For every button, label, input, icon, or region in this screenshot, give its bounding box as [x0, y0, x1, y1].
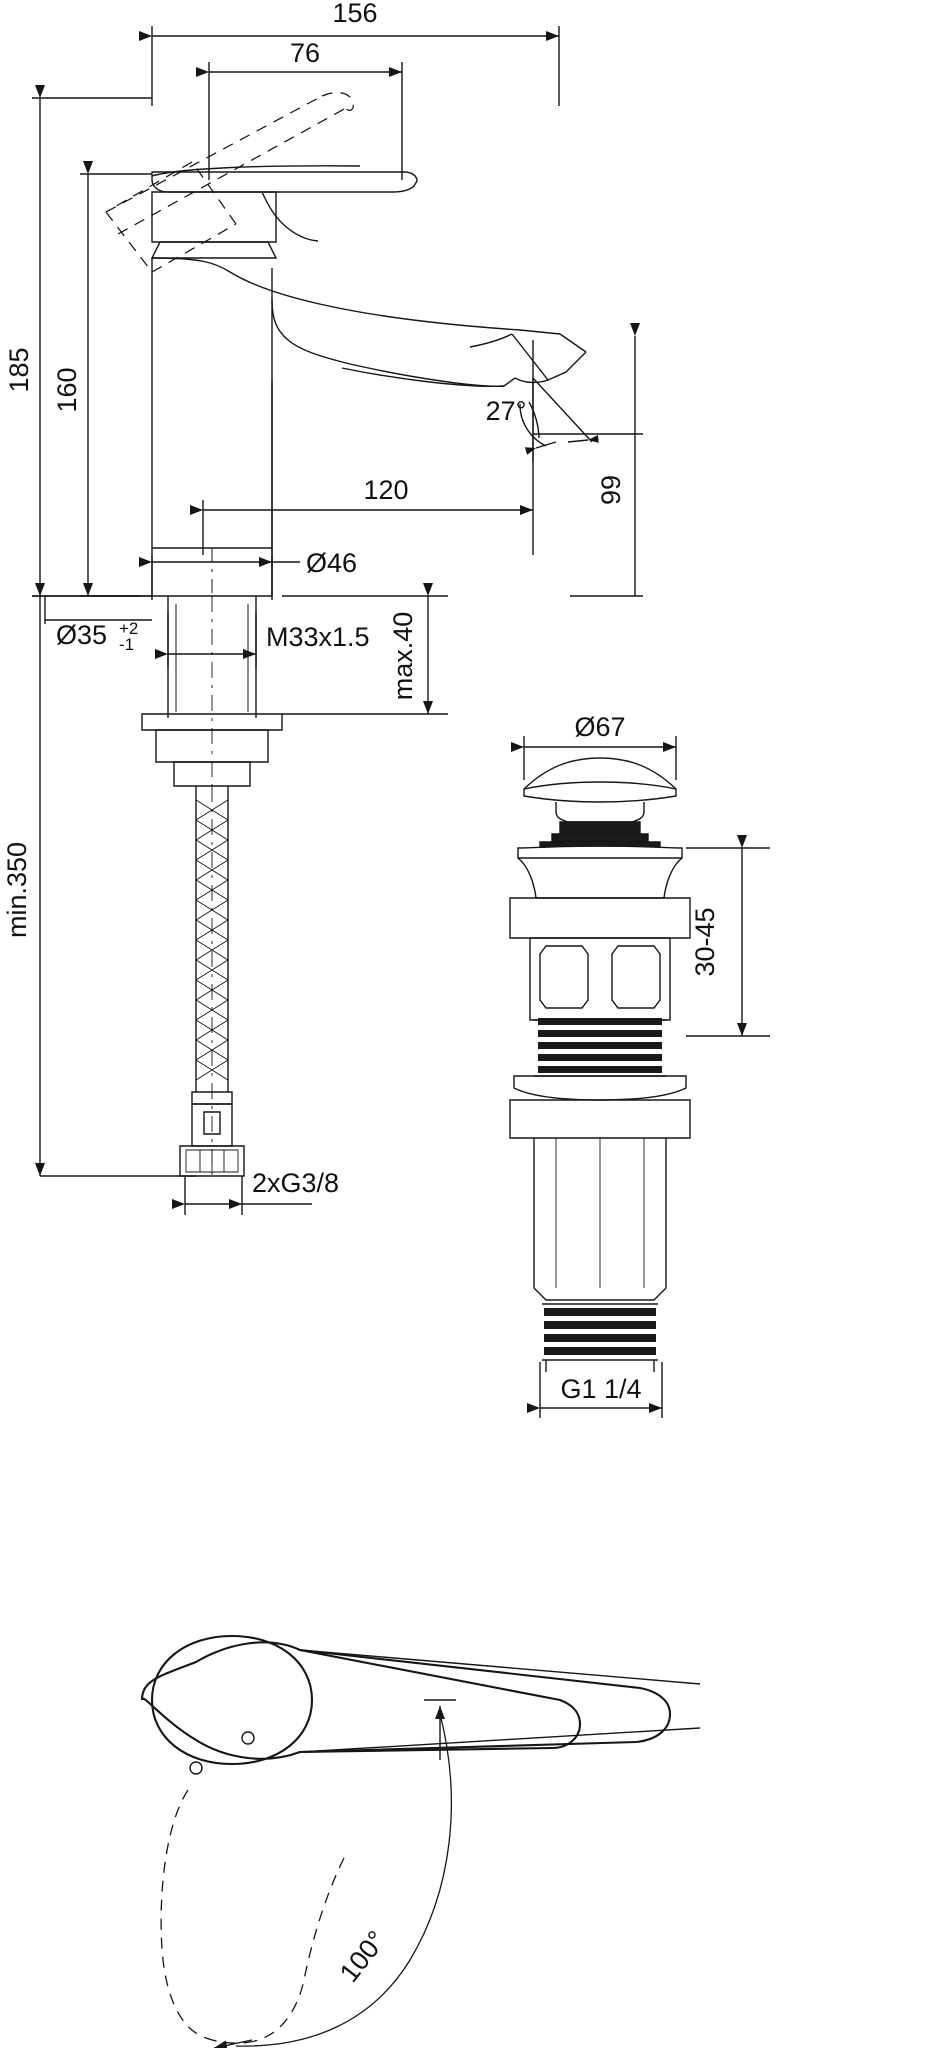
- dim-lever-offset: 76: [196, 38, 403, 180]
- dim-height-body: 160: [52, 161, 152, 597]
- dim-label-100deg: 100°: [334, 1925, 392, 1987]
- dim-spout-reach: 120: [190, 340, 534, 555]
- dim-label-tol-plus: +2: [119, 619, 138, 638]
- dim-label-99: 99: [596, 475, 626, 505]
- dim-label-min350: min.350: [2, 842, 32, 938]
- dim-base-dia: Ø46: [139, 548, 357, 600]
- dim-hose-length: min.350: [2, 595, 196, 1177]
- dim-label-120: 120: [363, 475, 408, 505]
- dim-label-76: 76: [290, 38, 320, 68]
- dim-label-max40: max.40: [388, 612, 418, 701]
- faucet-mounting-shank: [141, 596, 283, 787]
- dim-basin-thickness: 30-45: [686, 835, 770, 1037]
- dim-label-185: 185: [4, 347, 34, 392]
- dim-label-dia35: Ø35: [56, 620, 107, 650]
- faucet-body-spout: [150, 191, 587, 597]
- dim-label-156: 156: [332, 0, 377, 28]
- dim-label-2xg38: 2xG3/8: [252, 1168, 339, 1198]
- dim-deck-thickness: max.40: [282, 583, 448, 715]
- plan-view-lever: 100°: [140, 1634, 701, 2048]
- flexible-hose: [179, 786, 245, 1177]
- dim-label-27deg: 27°: [486, 396, 527, 426]
- dim-height-total: 185: [4, 85, 152, 597]
- dim-label-dia46: Ø46: [306, 548, 357, 578]
- dim-label-g114: G1 1/4: [560, 1374, 641, 1404]
- dim-label-dia67: Ø67: [574, 712, 625, 742]
- dim-waste-thread: G1 1/4: [527, 1362, 663, 1418]
- dim-cap-dia: Ø67: [511, 712, 677, 780]
- pop-up-waste-body: [509, 757, 691, 1372]
- dim-width-total: 156: [139, 0, 560, 106]
- dim-spout-height: 99: [533, 323, 643, 597]
- dim-hose-thread: 2xG3/8: [172, 1168, 339, 1215]
- dim-jet-angle: 27°: [486, 377, 599, 462]
- dim-label-3045: 30-45: [690, 907, 720, 976]
- dim-shank-thread: M33x1.5: [155, 612, 370, 668]
- dim-hole-dia: Ø35 +2 -1: [44, 596, 152, 654]
- faucet-lever-raised-phantom: [105, 91, 354, 273]
- dim-label-tol-minus: -1: [119, 635, 134, 654]
- faucet-lever-handle: [151, 165, 418, 242]
- dim-label-160: 160: [52, 367, 82, 412]
- dim-label-m33: M33x1.5: [266, 622, 370, 652]
